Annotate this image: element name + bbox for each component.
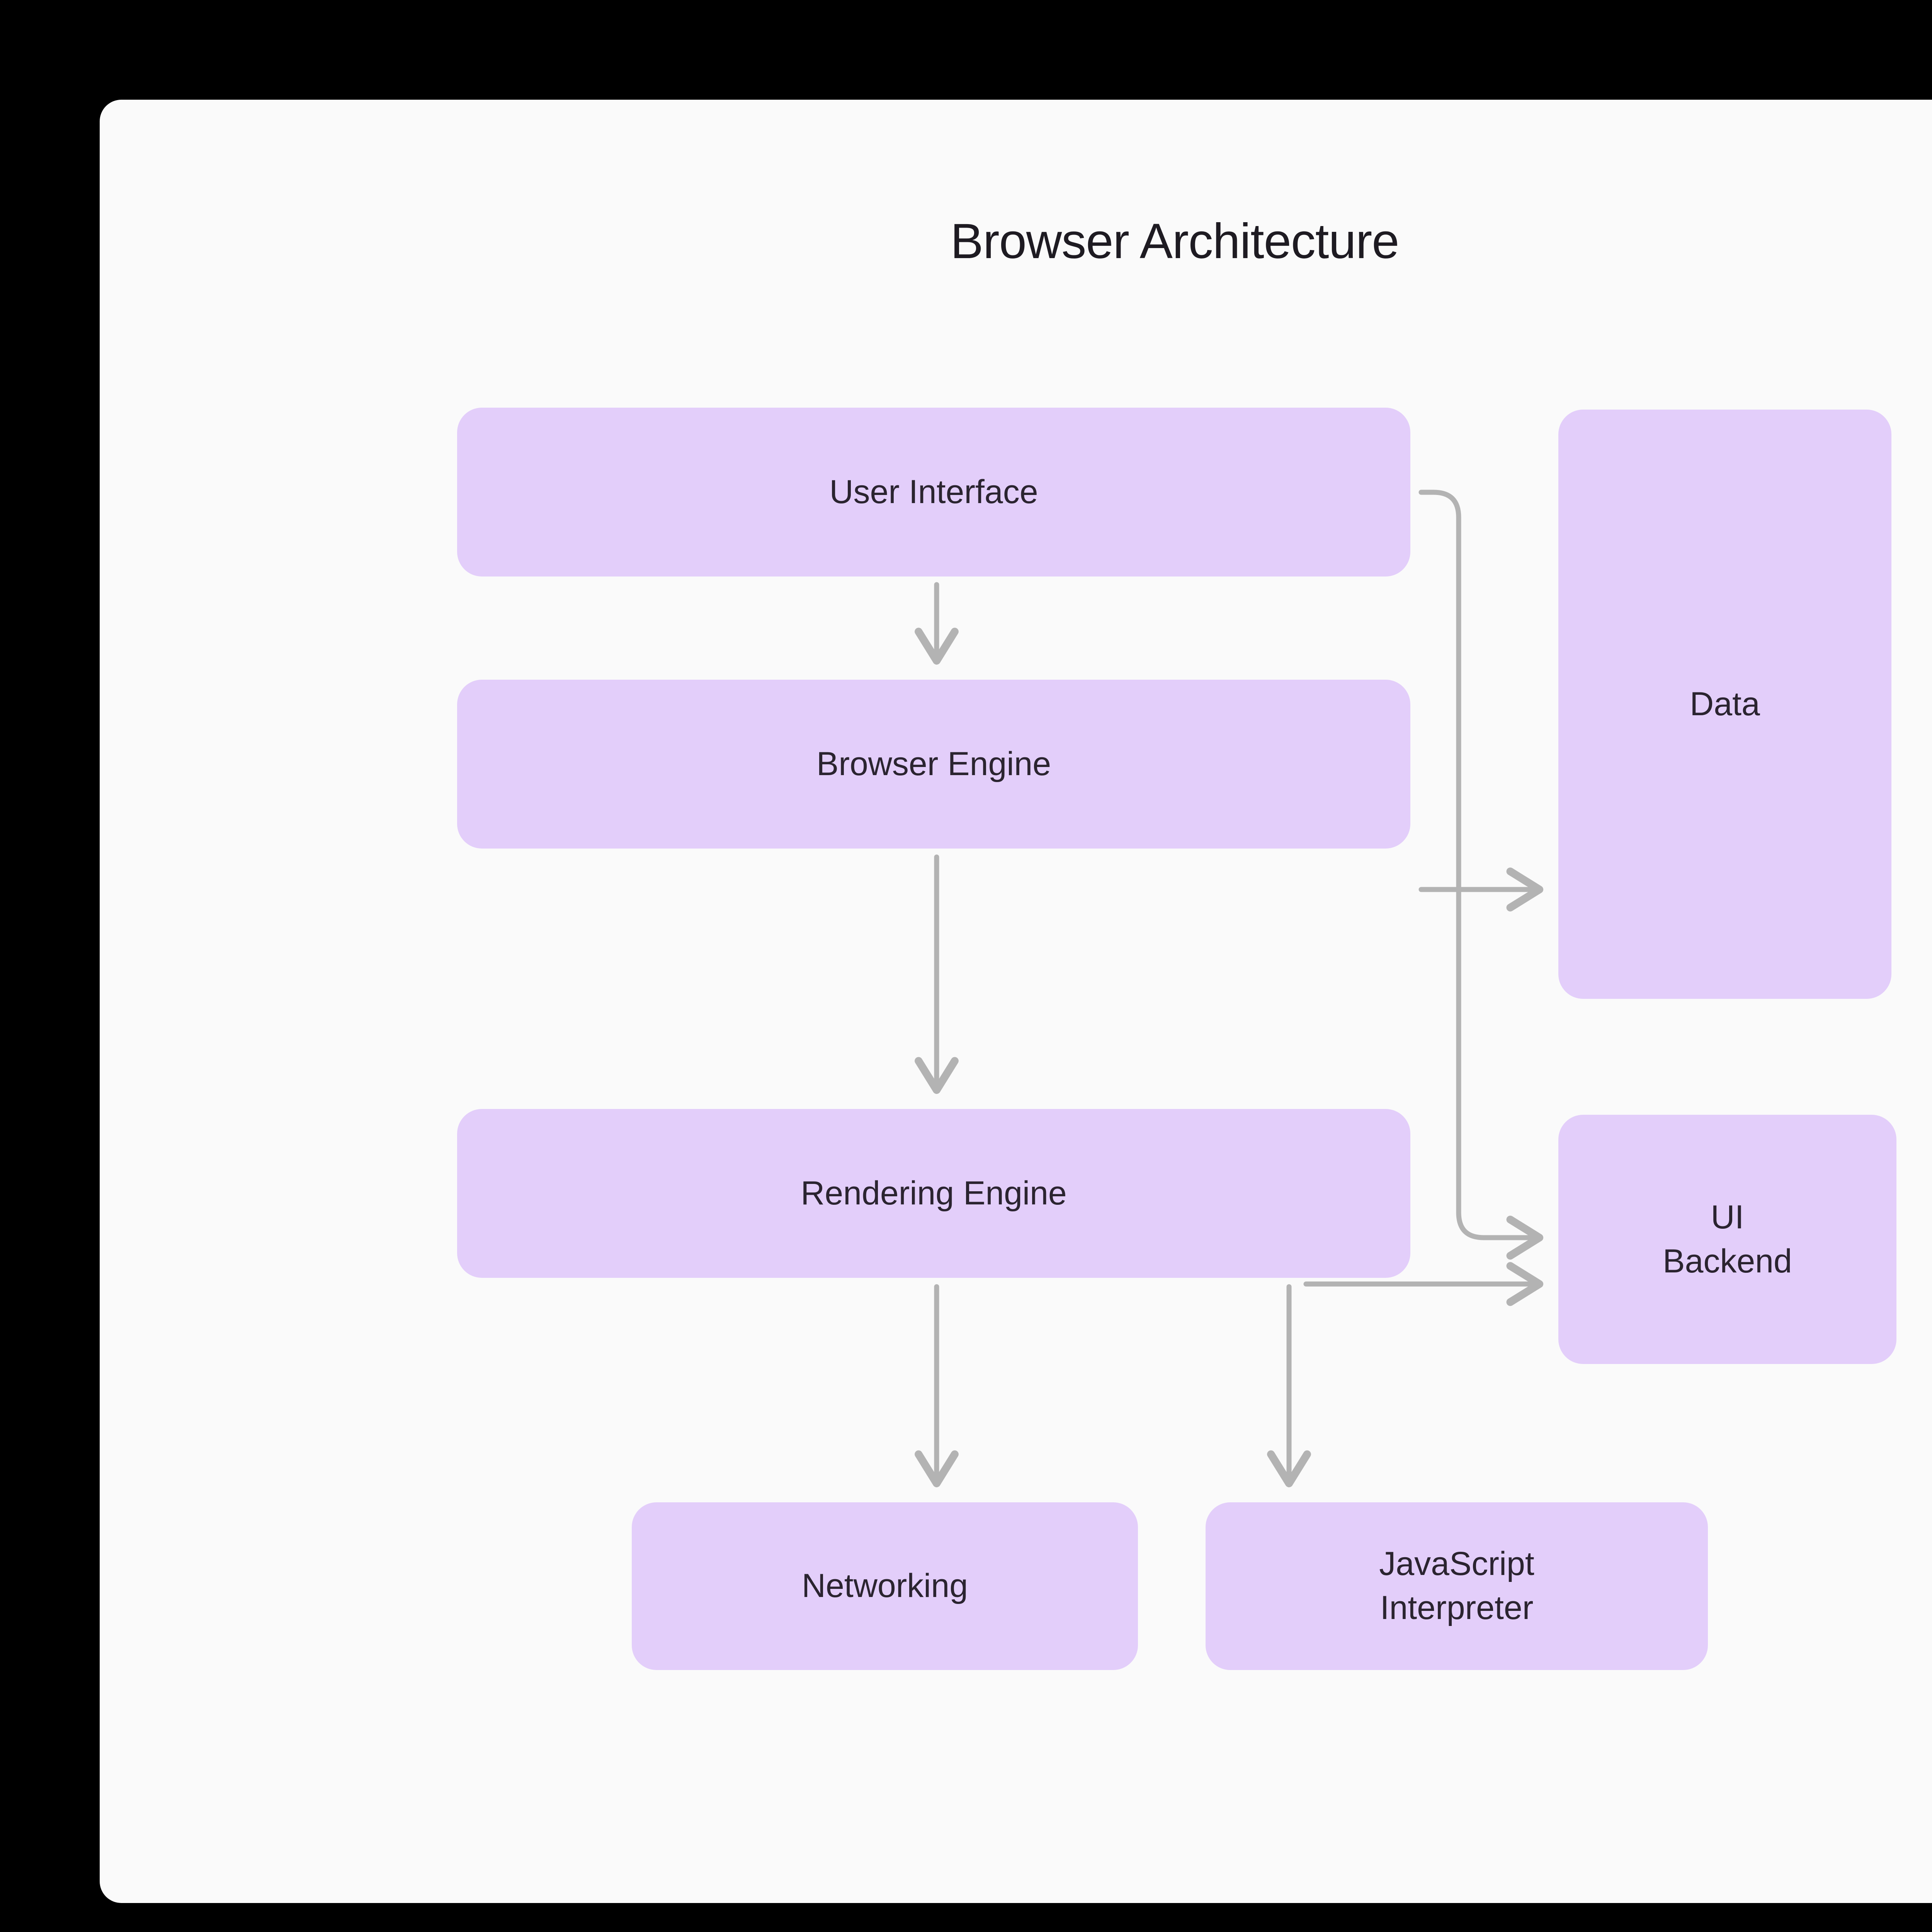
node-ui-backend-label: UI Backend [1663,1198,1792,1280]
node-rendering-engine-label: Rendering Engine [801,1174,1067,1212]
node-data-label: Data [1690,685,1760,723]
diagram-canvas: Browser Architecture User Interface [100,100,1932,1903]
node-rendering-engine[interactable]: Rendering Engine [457,1109,1410,1278]
node-ui-backend[interactable]: UI Backend [1558,1115,1896,1364]
node-data[interactable]: Data [1558,410,1891,999]
node-user-interface[interactable]: User Interface [457,408,1410,577]
node-browser-engine-label: Browser Engine [816,745,1051,782]
node-javascript-interpreter-label: JavaScript Interpreter [1379,1545,1534,1626]
edge-user-interface-to-ui-backend [1418,490,1544,1260]
node-browser-engine[interactable]: Browser Engine [457,680,1410,849]
node-user-interface-label: User Interface [829,473,1038,510]
node-networking[interactable]: Networking [632,1502,1138,1670]
page-title: Browser Architecture [950,214,1400,269]
node-networking-label: Networking [801,1567,968,1605]
node-javascript-interpreter[interactable]: JavaScript Interpreter [1206,1502,1708,1670]
